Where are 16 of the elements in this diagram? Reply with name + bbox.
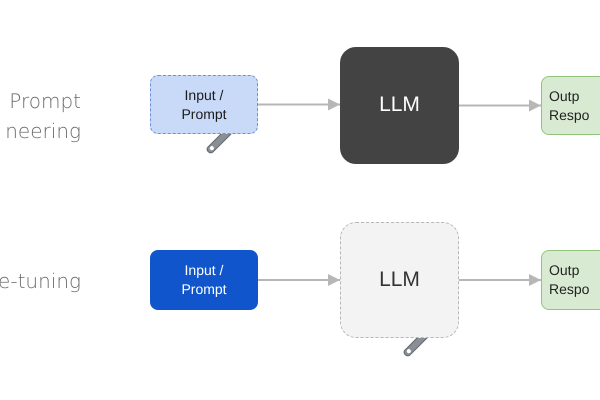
- node-label: Input / Prompt: [180, 86, 228, 124]
- model-box: [340, 222, 459, 338]
- node-label: Input / Prompt: [180, 261, 228, 299]
- arrow: [258, 98, 340, 110]
- model-box: [340, 47, 459, 164]
- row-label: Prompt neering: [4, 88, 81, 145]
- node-label: LLM: [378, 266, 421, 293]
- arrow: [459, 100, 541, 112]
- input-box: [150, 75, 258, 134]
- node-label: Outp Respo: [549, 86, 590, 124]
- arrow: [258, 274, 340, 286]
- row-label: e-tuning: [0, 268, 81, 295]
- arrow: [459, 274, 541, 286]
- node-label: Outp Respo: [549, 261, 590, 299]
- node-label: LLM: [378, 92, 421, 118]
- input-box: [150, 250, 258, 310]
